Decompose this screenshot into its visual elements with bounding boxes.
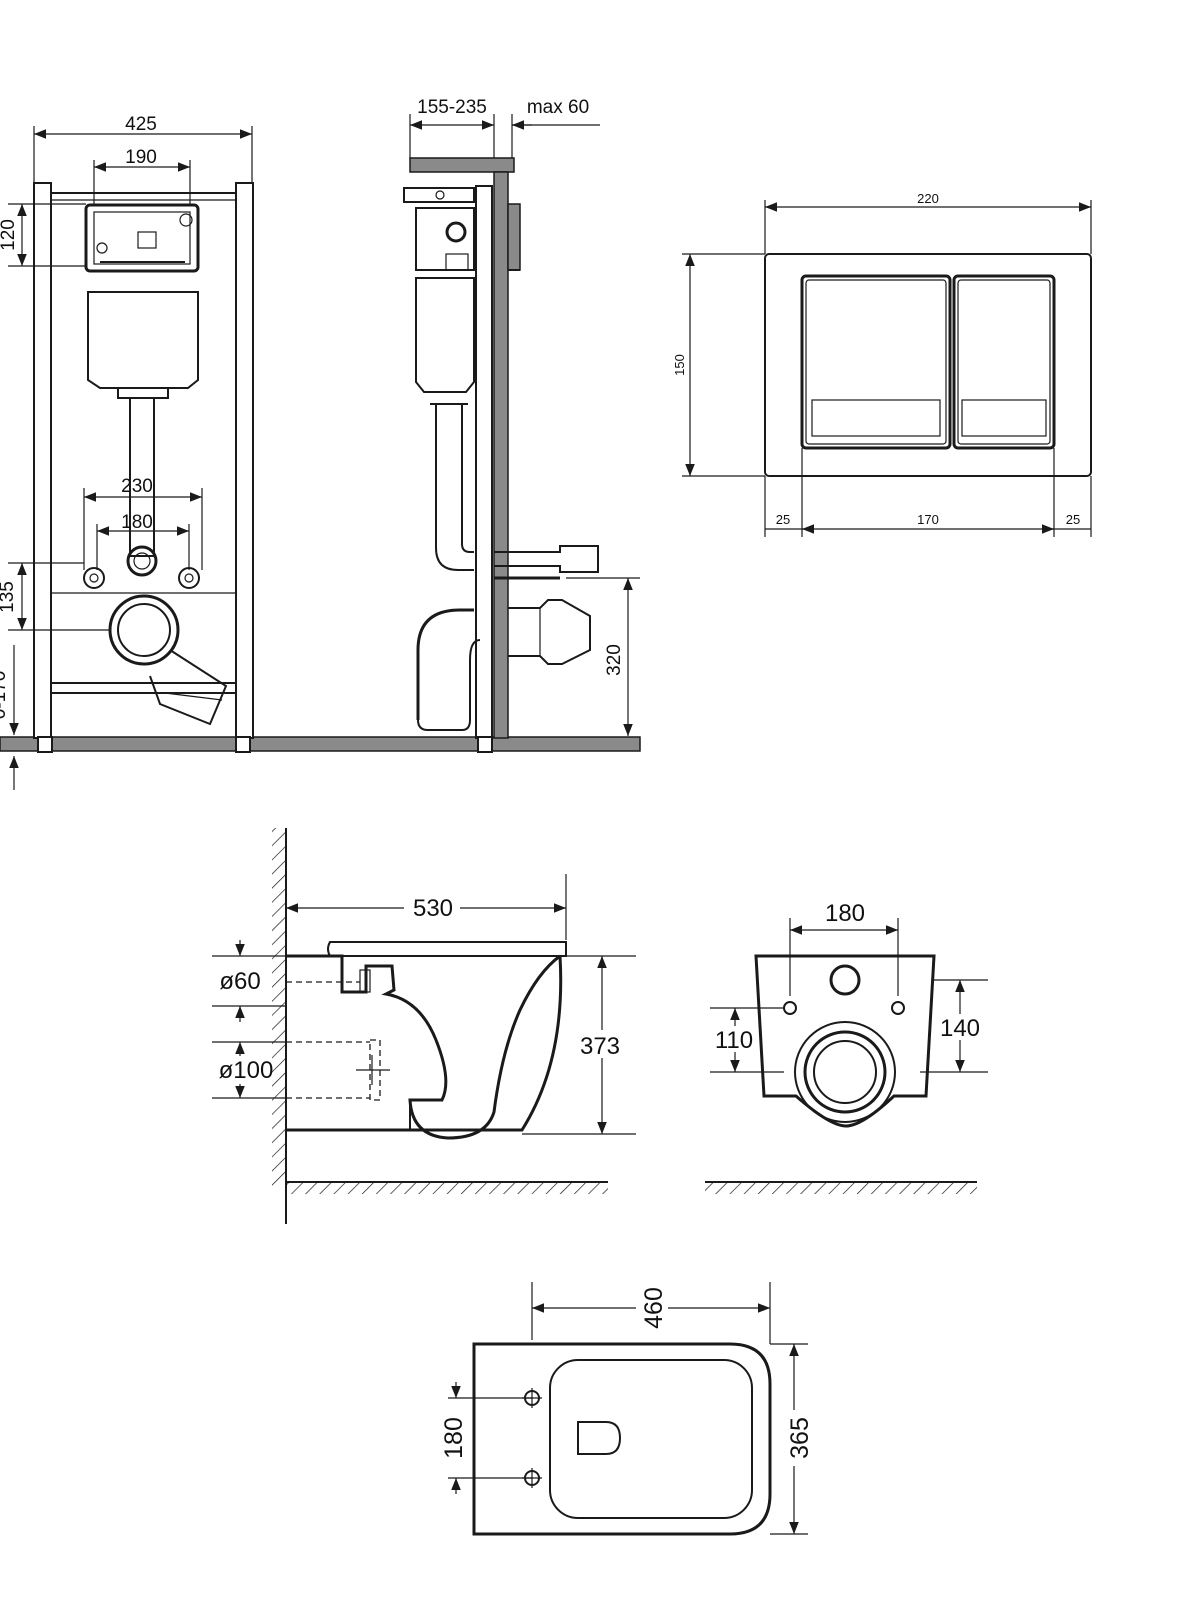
toilet-top-view: 460 180 365 xyxy=(440,1282,814,1536)
wall-section xyxy=(493,171,509,739)
flush-button-small xyxy=(952,274,1056,450)
dim-height-320: 320 xyxy=(604,644,625,676)
flush-plate xyxy=(764,253,1092,477)
dim-plate-width-220: 220 xyxy=(917,191,939,206)
flush-plate-view: 220 150 25 170 25 xyxy=(672,191,1092,537)
toilet-back-view: 180 110 140 xyxy=(705,900,988,1194)
floor-slab xyxy=(0,736,641,752)
bolt-hole-left xyxy=(783,1001,797,1015)
wall-top xyxy=(409,157,515,173)
drain-outlet xyxy=(108,594,180,666)
dim-top-width: 460 xyxy=(640,1287,668,1329)
dim-margin-left: 25 xyxy=(776,512,790,527)
dim-toilet-height: 373 xyxy=(580,1033,620,1060)
flush-button-large xyxy=(800,274,952,450)
toilet-bowl xyxy=(286,954,561,1140)
dim-dia-100: ø100 xyxy=(219,1057,274,1084)
service-opening xyxy=(84,203,200,273)
frame-right-post xyxy=(235,182,254,739)
outlet-ring xyxy=(794,1021,896,1123)
flush-pipe xyxy=(129,397,155,557)
seat-hinge xyxy=(577,1421,622,1455)
dim-height-120: 120 xyxy=(0,219,19,251)
dim-pipe-180: 180 xyxy=(121,512,153,533)
floor-hatch xyxy=(286,1182,608,1194)
drain-connector xyxy=(508,599,591,665)
dim-dia-60: ø60 xyxy=(219,968,260,995)
toilet-back-outline xyxy=(754,954,936,1128)
water-inlet-hole xyxy=(829,964,861,996)
dim-depth: 155-235 xyxy=(417,97,487,118)
dim-top-bolts: 180 xyxy=(440,1417,468,1459)
toilet-top-outline xyxy=(472,1342,772,1536)
dim-margin-right: 25 xyxy=(1066,512,1080,527)
dim-bolt-spacing: 180 xyxy=(825,900,865,927)
cistern-tank xyxy=(87,291,199,389)
toilet-side-view: 530 ø60 ø100 373 xyxy=(212,828,636,1224)
dim-toilet-length: 530 xyxy=(413,895,453,922)
frame-front-view: 425 190 120 230 180 135 0-170 xyxy=(0,114,641,790)
dim-height-170: 0-170 xyxy=(0,671,10,720)
dim-max: max 60 xyxy=(527,97,589,118)
dim-height-110: 110 xyxy=(715,1027,753,1054)
wall-hatch xyxy=(272,828,286,1186)
dim-pipe-230: 230 xyxy=(121,476,153,497)
dim-top-depth: 365 xyxy=(786,1417,814,1459)
toilet-seat xyxy=(327,941,567,957)
toilet-top-seat xyxy=(549,1359,753,1519)
dim-plate-height-150: 150 xyxy=(672,354,687,376)
dim-frame-width: 425 xyxy=(125,114,157,135)
floor-hatch-back xyxy=(705,1182,977,1194)
frame-side-view: 155-235 max 60 320 xyxy=(403,97,640,753)
side-cistern xyxy=(415,277,475,393)
dim-plate-center: 170 xyxy=(917,512,939,527)
dim-height-135: 135 xyxy=(0,581,18,613)
dim-height-140: 140 xyxy=(940,1015,980,1042)
dim-plate-width: 190 xyxy=(125,147,157,168)
bolt-right xyxy=(178,567,200,589)
bolt-hole-right xyxy=(891,1001,905,1015)
bolt-left xyxy=(83,567,105,589)
